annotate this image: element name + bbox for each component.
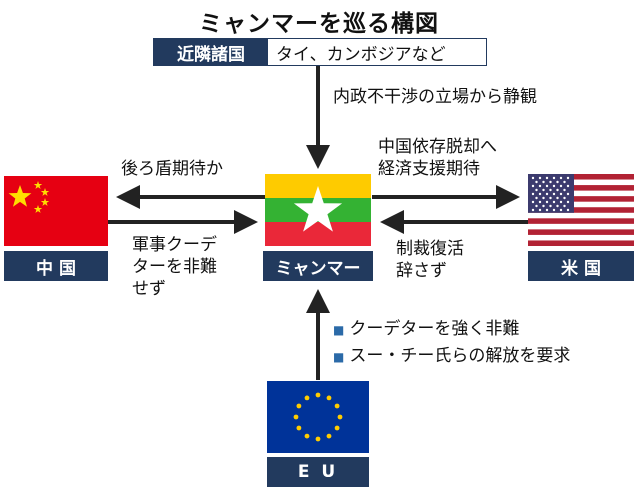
china-flag-icon: [4, 176, 108, 246]
eu-stance-list: ■クーデターを強く非難 ■スー・チー氏らの解放を要求: [333, 318, 570, 368]
usa-flag-icon: [528, 174, 634, 246]
china-stance-text: 軍事クーデ ターを非難 せず: [132, 235, 217, 299]
square-bullet-icon: ■: [333, 350, 345, 364]
china-expectation-text: 後ろ盾期待か: [121, 159, 223, 179]
eu-flag-icon: [267, 381, 369, 453]
china-label: 中 国: [4, 251, 108, 281]
neighbor-countries-box: 近隣諸国 タイ、カンボジアなど: [153, 38, 487, 66]
neighbor-countries-list: タイ、カンボジアなど: [276, 44, 446, 65]
myanmar-to-usa-text: 中国依存脱却へ 経済支援期待: [378, 137, 497, 179]
list-item: ■スー・チー氏らの解放を要求: [333, 346, 571, 366]
list-item: ■クーデターを強く非難: [333, 319, 520, 339]
eu-label: E U: [267, 457, 369, 487]
myanmar-flag-icon: [265, 174, 371, 246]
usa-stance-text: 制裁復活 辞さず: [396, 239, 464, 281]
neighbor-stance-text: 内政不干渉の立場から静観: [333, 87, 537, 107]
myanmar-label: ミャンマー: [263, 251, 373, 281]
usa-label: 米 国: [528, 251, 634, 281]
square-bullet-icon: ■: [333, 323, 345, 337]
diagram-title: ミャンマーを巡る構図: [199, 11, 439, 37]
neighbor-countries-label: 近隣諸国: [154, 39, 268, 65]
